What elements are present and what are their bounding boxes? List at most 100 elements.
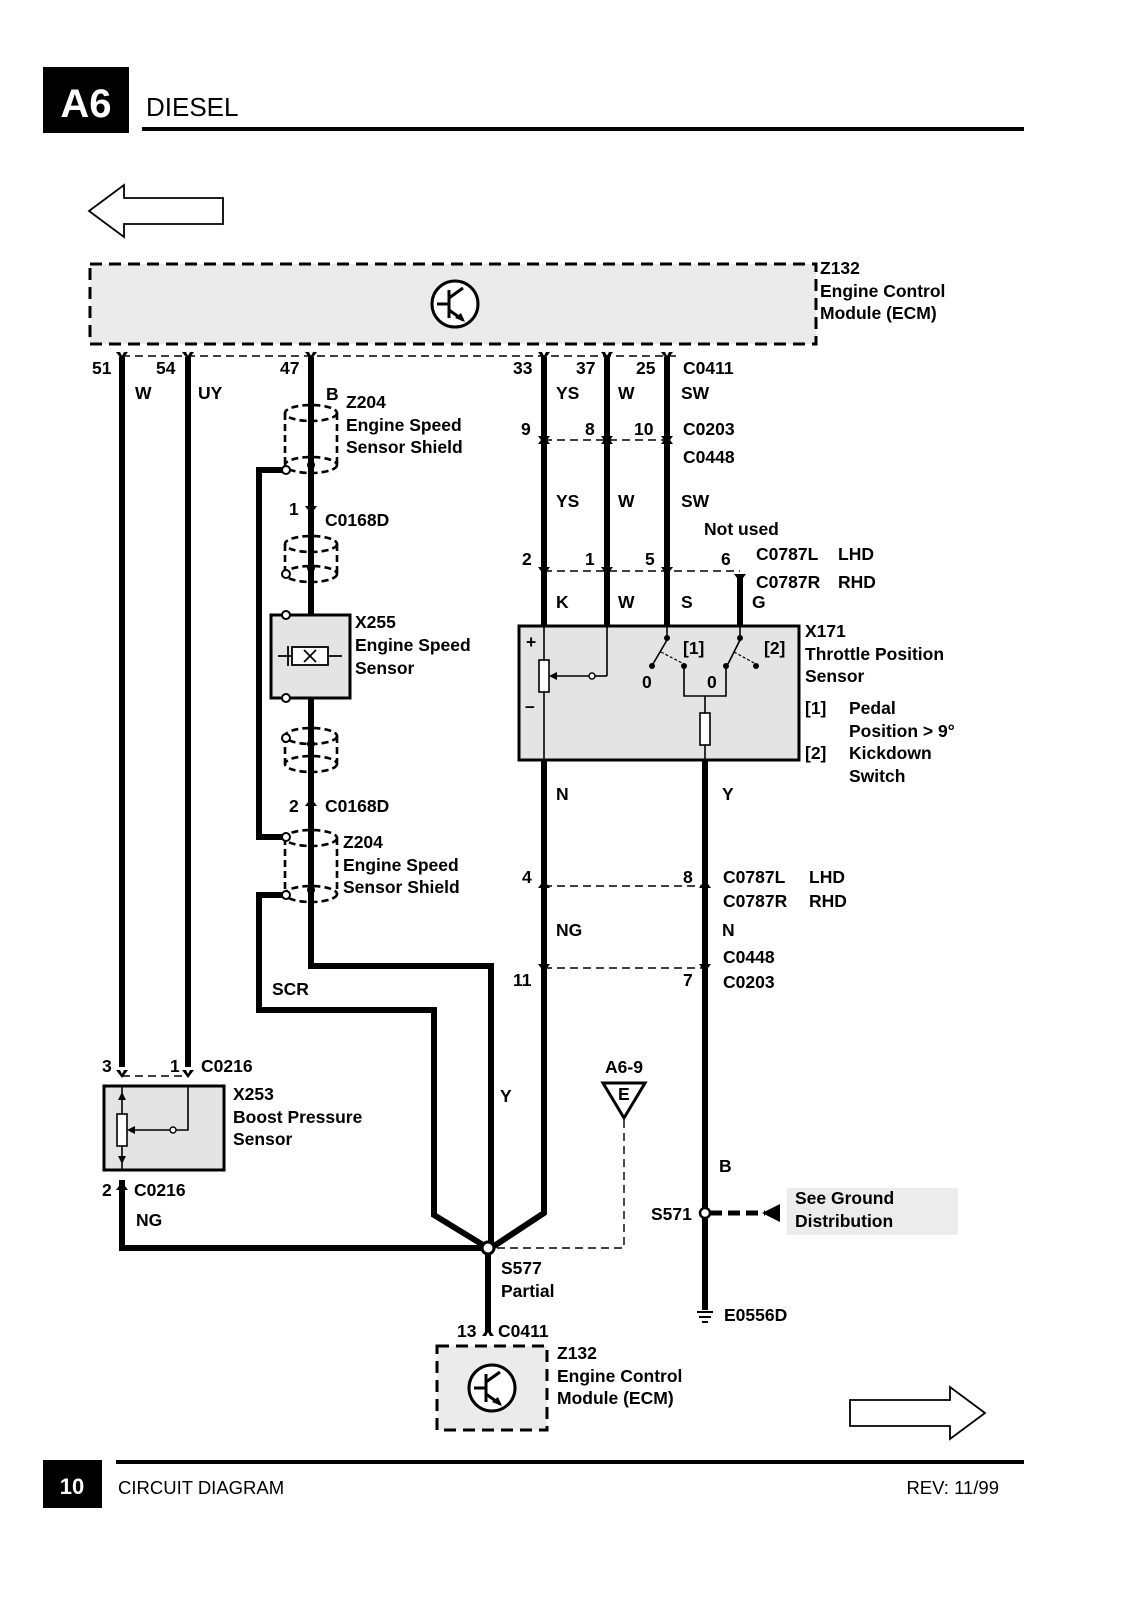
see-ground-line-2[interactable]: Distribution	[795, 1211, 893, 1231]
shield-top-id: Z204	[346, 392, 386, 412]
a6-9-e-label: E	[618, 1084, 630, 1104]
wire-color-b-ground: B	[719, 1156, 732, 1176]
shield-bottom-name-1: Engine Speed	[343, 855, 459, 875]
shield-bottom-name-2: Sensor Shield	[343, 877, 460, 897]
rhd-top: RHD	[838, 572, 876, 592]
ecm-top-name-2: Module (ECM)	[820, 303, 937, 323]
connector-c0787r-bottom: C0787R	[723, 891, 788, 911]
ecm-top-name-1: Engine Control	[820, 281, 945, 301]
throttle-note2-key: [2]	[805, 743, 826, 763]
speed-sensor-id: X255	[355, 612, 396, 632]
throttle-note2-line2: Switch	[849, 766, 905, 786]
pin-11: 11	[513, 970, 532, 990]
wire-color-ys-mid: YS	[556, 491, 579, 511]
shield-mid2-icon	[281, 726, 339, 774]
tps-switch1-label: [1]	[683, 638, 704, 658]
see-ground-line-1[interactable]: See Ground	[795, 1188, 894, 1208]
transistor-icon	[467, 1363, 517, 1413]
speed-sensor-name-2: Sensor	[355, 658, 415, 678]
pin-2-c0168d: 2	[289, 796, 299, 816]
page-title: DIESEL	[146, 92, 239, 122]
tps-plus-label: +	[526, 632, 536, 652]
ecm-bottom-name-2: Module (ECM)	[557, 1388, 674, 1408]
pin-33: 33	[513, 358, 533, 378]
wire-color-s: S	[681, 592, 693, 612]
ecm-bottom-name-1: Engine Control	[557, 1366, 682, 1386]
pin-7: 7	[683, 970, 693, 990]
lhd-top: LHD	[838, 544, 874, 564]
pin-2-c0216: 2	[102, 1180, 112, 1200]
wire-color-k: K	[556, 592, 569, 612]
section-badge-label: A6	[60, 82, 111, 126]
wire-color-sw-25: SW	[681, 383, 710, 403]
wire-color-ng-mid: NG	[556, 920, 582, 940]
potentiometer-icon	[538, 626, 608, 760]
boost-sensor-name-1: Boost Pressure	[233, 1107, 363, 1127]
previous-page-arrow-icon[interactable]	[87, 183, 224, 239]
connector-c0787l-bottom: C0787L	[723, 867, 786, 887]
next-page-arrow-icon[interactable]	[849, 1385, 987, 1441]
connector-c0411-top: C0411	[683, 358, 734, 378]
page-number: 10	[60, 1474, 84, 1499]
pin-4: 4	[522, 867, 532, 887]
pin-8: 8	[585, 419, 595, 439]
wire-color-n-left: N	[556, 784, 569, 804]
footer-title: CIRCUIT DIAGRAM	[118, 1477, 284, 1498]
connector-c0787l-top: C0787L	[756, 544, 819, 564]
s577-splice	[480, 1240, 496, 1256]
s571-splice	[698, 1206, 712, 1220]
connector-c0203-bottom: C0203	[723, 972, 775, 992]
tps-zero2-label: 0	[707, 672, 717, 692]
wire-color-g: G	[752, 592, 766, 612]
throttle-sensor-name-1: Throttle Position	[805, 644, 944, 664]
s577-label: S577	[501, 1258, 542, 1278]
a6-9-label: A6-9	[605, 1057, 643, 1077]
pin-1-c0787: 1	[585, 549, 595, 569]
pin-1-c0168d: 1	[289, 499, 299, 519]
pin-8-bottom: 8	[683, 867, 693, 887]
wire-color-w-tps: W	[618, 592, 635, 612]
footer-revision: REV: 11/99	[906, 1477, 999, 1498]
connector-c0411-bottom: C0411	[498, 1321, 549, 1341]
connector-c0448-bottom: C0448	[723, 947, 775, 967]
throttle-sensor-name-2: Sensor	[805, 666, 865, 686]
connector-c0216-top: C0216	[201, 1056, 253, 1076]
shield-bottom-id: Z204	[343, 832, 383, 852]
see-ground-box[interactable]	[787, 1188, 958, 1235]
wire-color-w-37: W	[618, 383, 635, 403]
pin-54: 54	[156, 358, 176, 378]
pin-9: 9	[521, 419, 531, 439]
page-number-badge	[43, 1460, 102, 1508]
footer-rule	[116, 1460, 1024, 1464]
pin-2-c0787: 2	[522, 549, 532, 569]
pin-1-c0216: 1	[170, 1056, 180, 1076]
connector-c0216-bottom: C0216	[134, 1180, 186, 1200]
pin-5: 5	[645, 549, 655, 569]
pin-47: 47	[280, 358, 299, 378]
ecm-top-id: Z132	[820, 258, 860, 278]
pin-6: 6	[721, 549, 731, 569]
shield-top-icon	[281, 403, 339, 475]
boost-sensor-name-2: Sensor	[233, 1129, 293, 1149]
ground-distribution-arrow-icon	[762, 1204, 780, 1222]
wire-color-ng-boost: NG	[136, 1210, 162, 1230]
wire-color-w-51: W	[135, 383, 152, 403]
wire-color-uy-54: UY	[198, 383, 223, 403]
inductive-sensor-icon	[278, 646, 342, 666]
tps-switch2-label: [2]	[764, 638, 785, 658]
connector-c0448-top: C0448	[683, 447, 735, 467]
wires	[119, 357, 765, 1332]
wire-color-b-47: B	[326, 384, 339, 404]
throttle-sensor-box	[517, 624, 801, 762]
throttle-sensor-id: X171	[805, 621, 846, 641]
wire-color-y-s577: Y	[500, 1086, 512, 1106]
throttle-note1-line2: Position > 9°	[849, 721, 955, 741]
pin-13: 13	[457, 1321, 477, 1341]
a6-9-reference-icon[interactable]	[600, 1081, 648, 1121]
wire-color-scr: SCR	[272, 979, 309, 999]
switch-icon	[649, 626, 759, 760]
speed-sensor-name-1: Engine Speed	[355, 635, 471, 655]
throttle-note1-key: [1]	[805, 698, 826, 718]
rhd-bottom: RHD	[809, 891, 847, 911]
wire-color-ys-33: YS	[556, 383, 579, 403]
